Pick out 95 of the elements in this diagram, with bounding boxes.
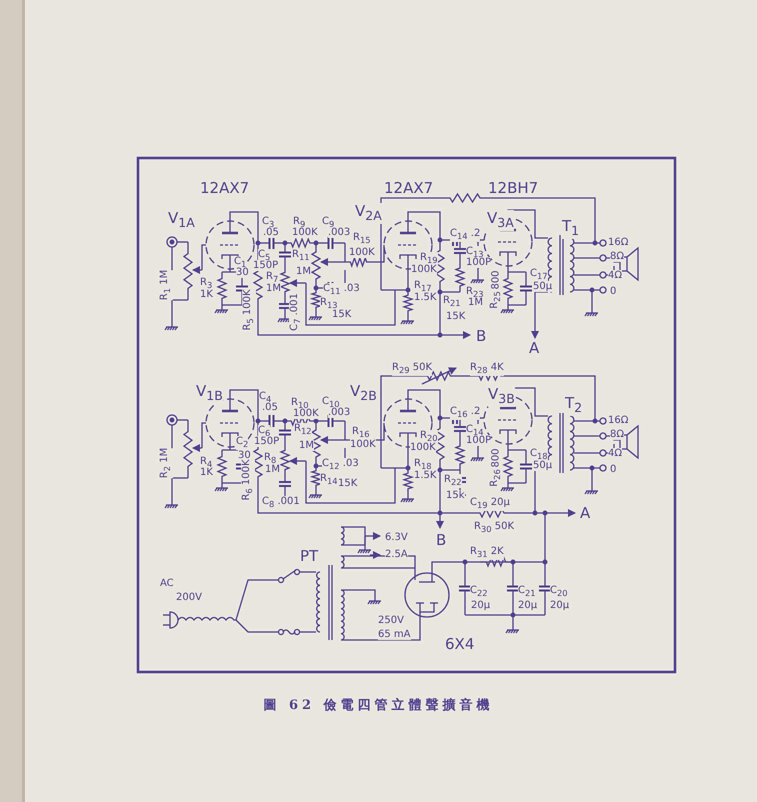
component-label: V$_{2A}$ [355,203,382,224]
component-label: C$_{21}$ [518,585,536,599]
figure-caption: 圖 62 儉電四管立體聲擴音機 [263,698,494,713]
component-label: R$_{21}$ [443,295,461,309]
component-label: .05 [262,402,278,413]
component-label: R$_{12}$ [294,423,312,437]
component-label: 4Ω [608,270,622,281]
component-label: 100K [411,264,437,275]
component-label: 8Ω [610,429,624,440]
component-label: 1M [265,464,280,475]
component-label: C$_{2}$ [236,436,248,450]
component-label: R$_{16}$ [352,426,370,440]
component-label: 16Ω [608,237,628,248]
component-label: 800 [490,270,502,290]
component-label: 100K [349,247,375,258]
component-label: R$_{14}$ [320,473,338,487]
component-label: 250V [378,615,404,626]
component-label: 12BH7 [488,180,538,196]
component-label: C$_{22}$ [470,585,488,599]
component-label: 15K [338,478,358,489]
component-label: C$_{14}$ .2 [450,228,480,242]
component-label: 0 [610,286,616,297]
component-label: 100P [466,435,492,446]
component-label: 30 [236,267,249,278]
component-label: 150P [254,436,280,447]
component-label: R$_{30}$ 50K [474,521,514,535]
component-label: R$_{19}$ [420,252,438,266]
component-label: 8Ω [610,251,624,262]
component-label: C$_{20}$ [550,585,568,599]
component-label: 12AX7 [384,180,434,196]
component-label: 30 [238,450,251,461]
component-label: R$_{28}$ 4K [470,362,504,376]
component-label: T$_{2}$ [565,395,582,416]
component-label: PT [300,548,318,564]
component-label: 100K [292,227,318,238]
component-label: 6X4 [445,636,474,652]
component-label: 100K [293,408,319,419]
component-label: 1M [468,297,483,308]
component-label: 1M [296,266,311,277]
component-label: B [436,532,446,548]
component-label: V$_{3A}$ [487,210,514,231]
component-label: 12AX7 [200,180,250,196]
component-label: R$_{22}$ [444,474,462,488]
component-label: R$_{8}$ [264,452,276,466]
component-label: 15k [446,490,465,501]
component-label: 100P [466,257,492,268]
component-label: R$_{3}$ [200,277,212,291]
component-label: .003 [328,407,350,418]
component-label: R$_{29}$ 50K [392,362,432,376]
component-label: 20µ [471,600,490,611]
component-label: 15K [332,309,352,320]
component-label: 1K [200,467,213,478]
component-label: C$_{11}$ .03 [323,283,360,297]
component-label: R$_{7}$ [266,271,278,285]
component-label: C$_{16}$ .2 [450,406,480,420]
component-label: 100K [350,439,376,450]
component-label: C$_{12}$ .03 [322,458,359,472]
component-label: C$_{19}$ 20µ [470,497,510,511]
component-label: 1K [200,289,213,300]
component-label: 200V [176,592,202,603]
component-label: 100K [410,442,436,453]
component-label: 50µ [533,460,552,471]
component-label: 1.5K [414,470,436,481]
component-label: R$_{20}$ [420,430,438,444]
component-label: C$_{8}$ .001 [262,496,300,510]
component-label: AC [160,578,174,589]
component-label: 150P [253,260,278,271]
component-label: 15K [446,311,466,322]
component-label: .05 [263,227,279,238]
component-label: 0 [610,464,616,475]
component-label: 20µ [518,600,538,611]
component-label: 16Ω [608,415,628,426]
component-label: 6.3V [385,532,408,543]
component-label: R$_{11}$ [292,249,310,263]
component-label: 20µ [550,600,570,611]
component-label: C$_{18}$ [530,448,548,462]
component-label: V$_{1B}$ [196,383,223,404]
component-label: 65 mA [378,629,410,640]
component-label: 1M [266,283,281,294]
component-label: 800 [490,448,502,468]
component-label: 50µ [533,281,552,292]
component-label: 4Ω [608,448,622,459]
component-label: R$_{31}$ 2K [470,546,504,560]
component-label: B [476,328,486,344]
component-label: A [580,505,590,521]
component-label: 2.5A [385,549,408,560]
component-label: V$_{3B}$ [488,386,515,407]
component-label: R$_{15}$ [353,232,371,246]
component-label: T$_{1}$ [562,218,580,239]
component-label: .003 [328,227,350,238]
component-label: C$_{17}$ [530,268,548,282]
component-label: 1.5K [414,292,436,303]
component-label: A [529,340,540,356]
component-label: R$_{13}$ [320,297,338,311]
component-label: 1M [299,440,314,451]
